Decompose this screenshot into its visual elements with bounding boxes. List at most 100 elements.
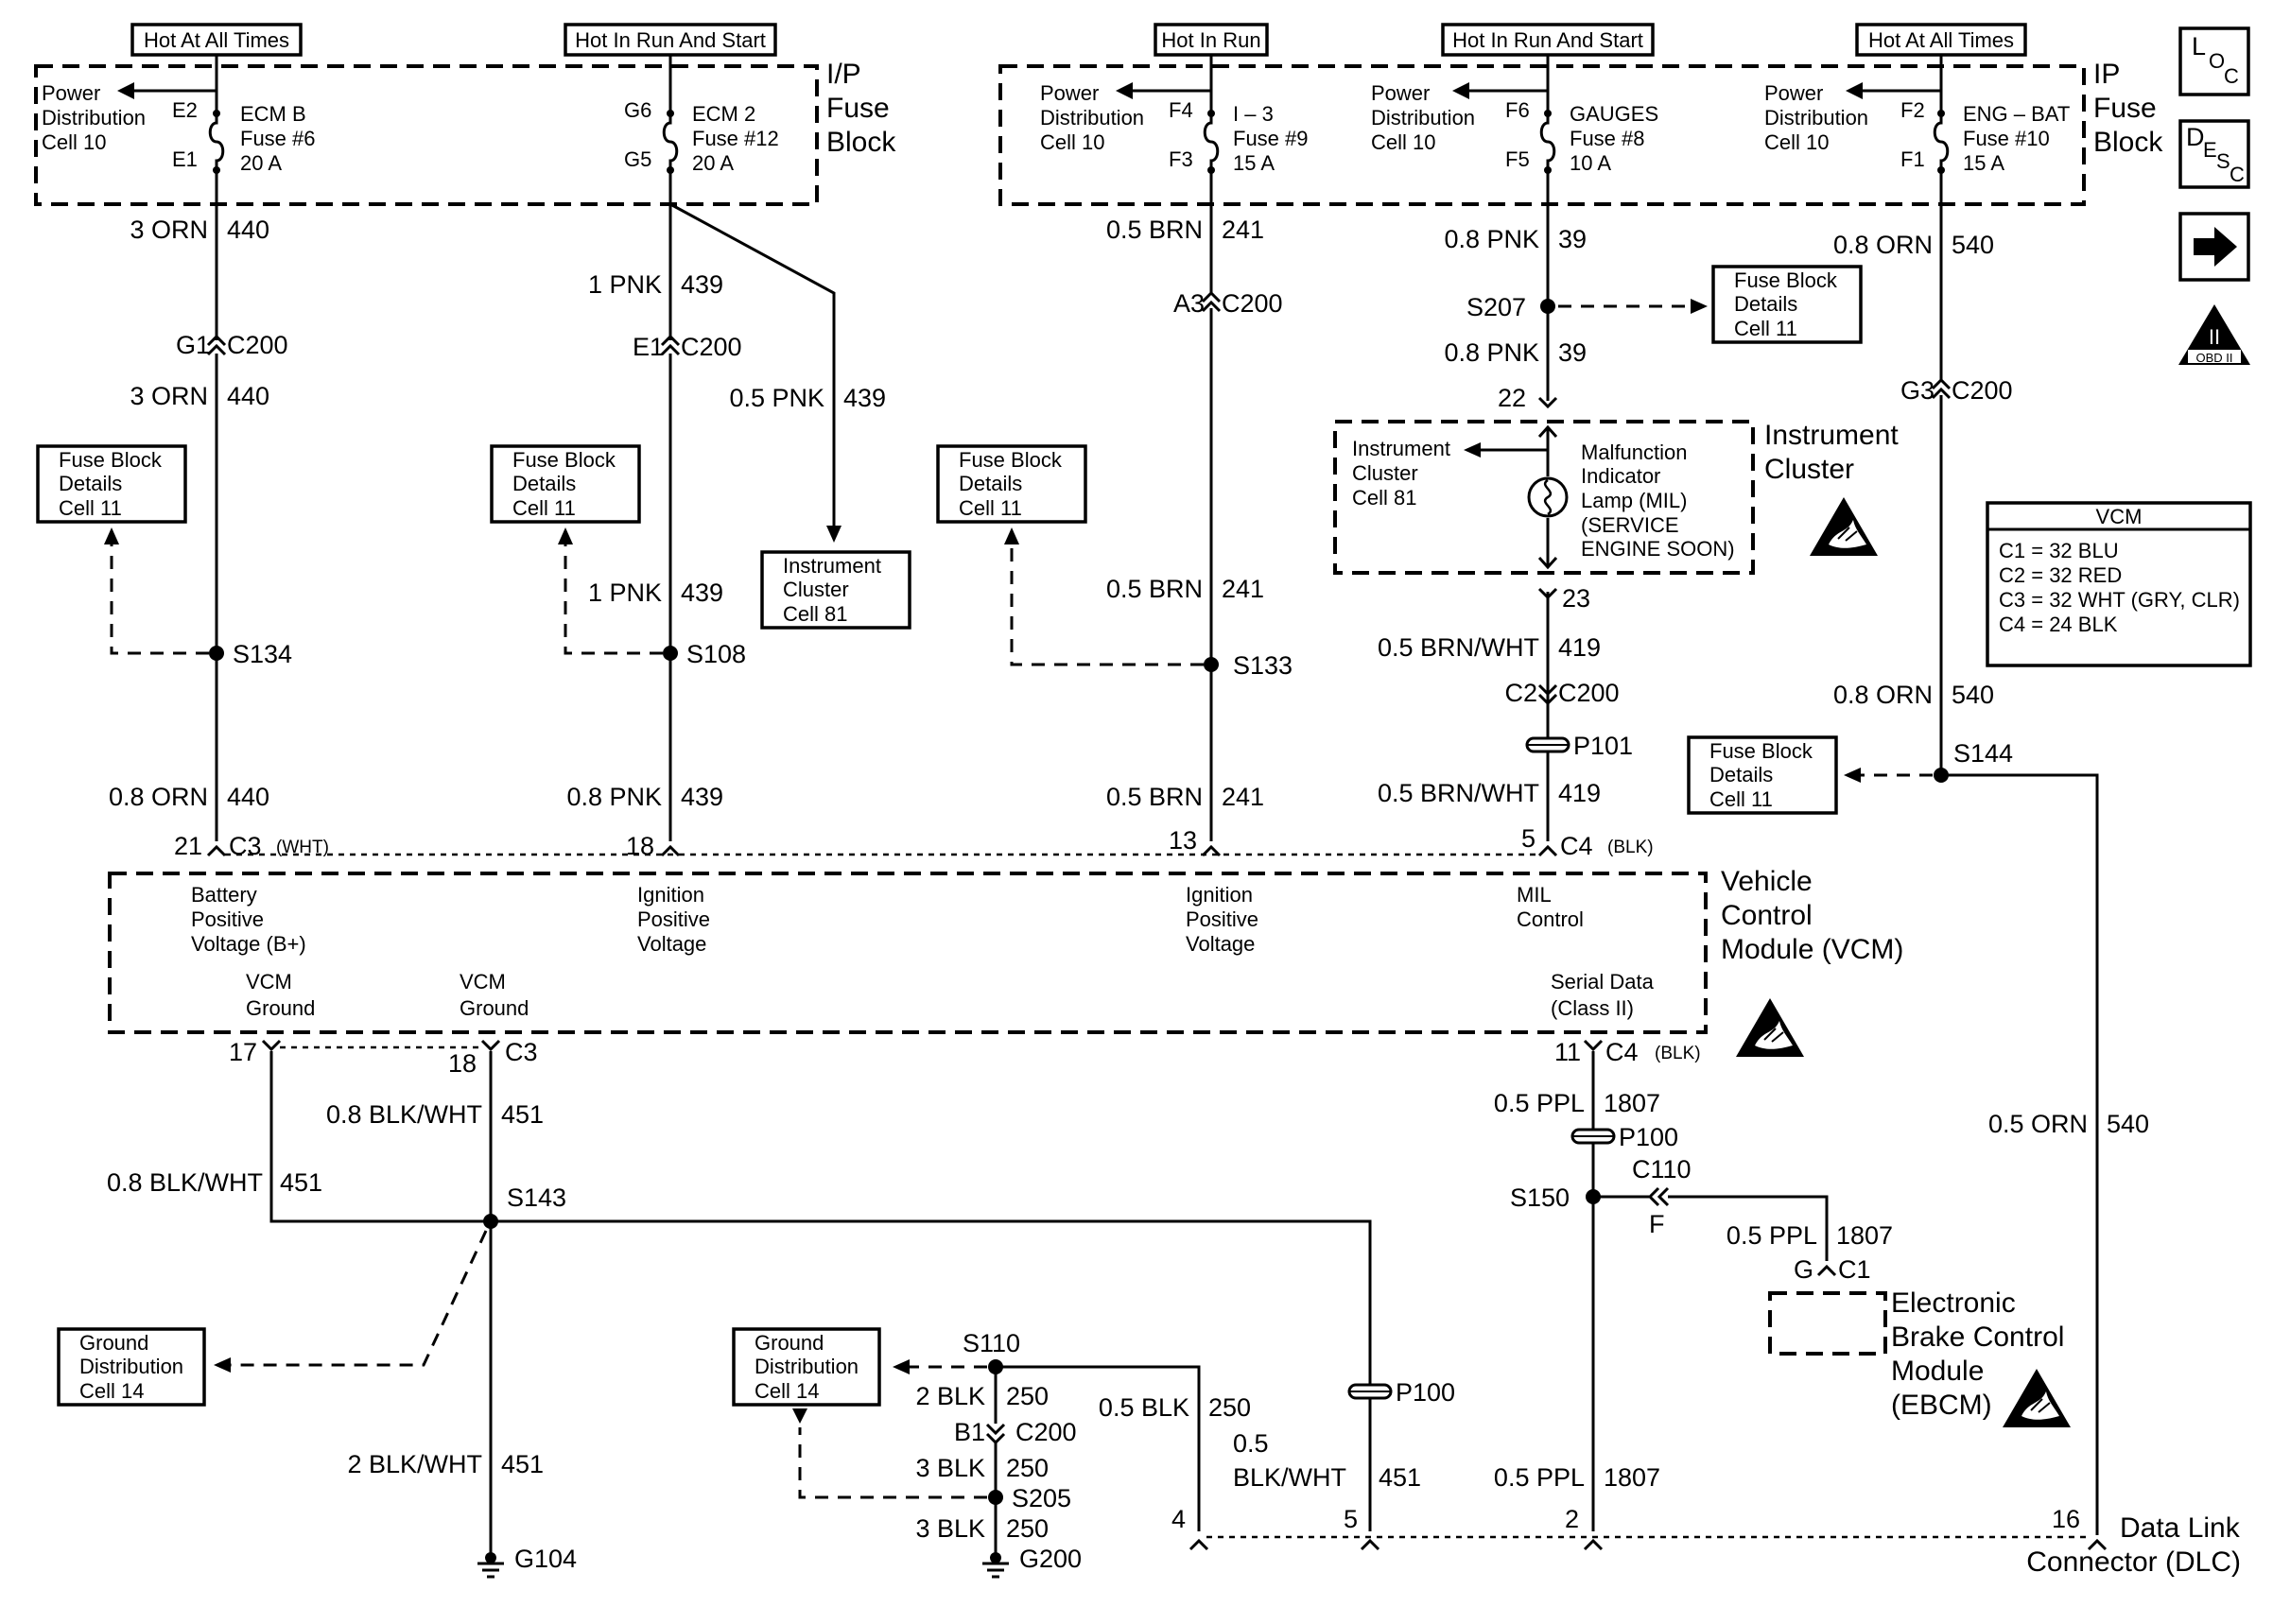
svg-text:Ground: Ground xyxy=(755,1331,824,1355)
ebcm-pin-c1: G C1 xyxy=(1794,1255,1871,1284)
arrow-left-icon xyxy=(117,82,217,99)
svg-text:F6: F6 xyxy=(1505,98,1530,122)
svg-text:Distribution: Distribution xyxy=(79,1355,183,1378)
svg-text:Serial Data: Serial Data xyxy=(1551,970,1655,993)
svg-text:Fuse #12: Fuse #12 xyxy=(692,127,779,150)
connector-c110: C110 F xyxy=(1632,1155,1692,1238)
svg-text:Cell 81: Cell 81 xyxy=(1352,486,1416,510)
svg-text:Cluster: Cluster xyxy=(783,578,849,601)
ebcm-title: Electronic Brake Control Module (EBCM) xyxy=(1891,1287,2064,1421)
svg-text:VCM: VCM xyxy=(460,970,506,993)
svg-text:Data Link: Data Link xyxy=(2120,1512,2241,1544)
svg-text:0.5 BRN: 0.5 BRN xyxy=(1106,575,1203,603)
fuse-ecm-b: E2 E1 ECM B Fuse #6 20 A xyxy=(172,98,316,176)
svg-text:439: 439 xyxy=(681,579,723,607)
svg-text:3 BLK: 3 BLK xyxy=(915,1454,985,1482)
wire-label-0-8-blk-wht-451-left: 0.8 BLK/WHT 451 xyxy=(107,1168,322,1197)
ref-fuse-block-details-5: Fuse Block Details Cell 11 xyxy=(1687,735,1838,815)
arrow-up-icon xyxy=(1004,527,1019,544)
svg-text:ECM 2: ECM 2 xyxy=(692,102,755,126)
wire-label-0-5-brn-241-lower: 0.5 BRN 241 xyxy=(1106,783,1264,811)
loc-icon: L O C xyxy=(2178,26,2250,96)
svg-text:Block: Block xyxy=(826,127,896,158)
svg-text:5: 5 xyxy=(1521,824,1536,853)
svg-text:Cell 11: Cell 11 xyxy=(59,496,122,520)
svg-text:S144: S144 xyxy=(1953,739,2013,768)
arrow-down-icon xyxy=(826,526,842,543)
svg-text:C200: C200 xyxy=(1222,289,1283,318)
splice-s205: S205 xyxy=(988,1484,1071,1512)
svg-text:2 BLK/WHT: 2 BLK/WHT xyxy=(347,1450,482,1478)
ref-fuse-block-details-1: Fuse Block Details Cell 11 xyxy=(36,444,187,524)
svg-text:C3: C3 xyxy=(229,832,262,860)
arrow-left-icon xyxy=(1846,82,1941,99)
svg-text:540: 540 xyxy=(2107,1110,2149,1138)
arrow-left-icon xyxy=(1844,768,1861,783)
svg-text:C: C xyxy=(2224,64,2239,88)
svg-text:Distribution: Distribution xyxy=(1764,106,1868,130)
svg-text:439: 439 xyxy=(681,270,723,299)
wire-label-0-8-orn-440: 0.8 ORN 440 xyxy=(109,783,269,811)
ref-fuse-block-details-4: Fuse Block Details Cell 11 xyxy=(1711,265,1863,344)
wire-label-0-8-blk-wht-451-right: 0.8 BLK/WHT 451 xyxy=(326,1100,544,1129)
svg-text:11: 11 xyxy=(1554,1038,1581,1066)
svg-text:0.5 ORN: 0.5 ORN xyxy=(1988,1110,2088,1138)
svg-text:18: 18 xyxy=(626,832,654,860)
svg-text:E2: E2 xyxy=(172,98,198,122)
svg-text:F2: F2 xyxy=(1900,98,1925,122)
wire-label-0-5-blk-wht-451: 0.5 BLK/WHT 451 xyxy=(1233,1429,1421,1492)
svg-text:20 A: 20 A xyxy=(692,151,734,175)
svg-text:Fuse #9: Fuse #9 xyxy=(1233,127,1309,150)
svg-text:250: 250 xyxy=(1006,1382,1049,1410)
svg-text:0.5 PPL: 0.5 PPL xyxy=(1726,1221,1817,1250)
svg-text:C200: C200 xyxy=(1952,376,2013,405)
svg-text:S108: S108 xyxy=(686,640,746,668)
svg-text:0.8 ORN: 0.8 ORN xyxy=(1833,681,1933,709)
svg-text:0.5 PNK: 0.5 PNK xyxy=(729,384,824,412)
svg-text:C4 = 24 BLK: C4 = 24 BLK xyxy=(1999,613,2118,636)
fuse-eng-bat: F2 F1 ENG – BAT Fuse #10 15 A xyxy=(1900,98,2070,176)
obd-ii-icon: II OBD II xyxy=(2178,304,2250,365)
svg-text:C1 = 32 BLU: C1 = 32 BLU xyxy=(1999,539,2119,562)
wire-label-1-pnk-439: 1 PNK 439 xyxy=(588,270,723,299)
power-distribution-label-3: Power Distribution Cell 10 xyxy=(1371,81,1475,154)
svg-text:S: S xyxy=(2216,149,2230,173)
esd-sensitive-icon xyxy=(1809,496,1879,557)
dlc-title: Data Link Connector (DLC) xyxy=(2026,1512,2241,1578)
svg-text:IP: IP xyxy=(2093,59,2120,90)
svg-text:0.8 BLK/WHT: 0.8 BLK/WHT xyxy=(326,1100,482,1129)
svg-text:4: 4 xyxy=(1171,1505,1186,1533)
svg-text:Battery: Battery xyxy=(191,883,257,907)
svg-text:F4: F4 xyxy=(1169,98,1193,122)
connector-g1-c200: G1 C200 xyxy=(176,331,288,359)
splice-s108: S108 xyxy=(663,640,746,668)
svg-text:Ground: Ground xyxy=(246,996,315,1020)
svg-text:Power: Power xyxy=(1764,81,1823,105)
svg-text:451: 451 xyxy=(501,1450,544,1478)
svg-text:Voltage: Voltage xyxy=(1186,932,1255,956)
svg-text:3 ORN: 3 ORN xyxy=(130,216,208,244)
vcm-label-ignition-positive-2: Ignition Positive Voltage xyxy=(1186,883,1258,956)
svg-text:E1: E1 xyxy=(172,147,198,171)
svg-text:O: O xyxy=(2209,49,2225,73)
ip-fuse-block-left-title: I/P Fuse Block xyxy=(826,59,896,158)
svg-text:(Class II): (Class II) xyxy=(1551,996,1634,1020)
vcm-label-ground-1: VCM Ground xyxy=(246,970,315,1020)
svg-text:Instrument: Instrument xyxy=(783,554,881,578)
svg-text:F: F xyxy=(1649,1210,1665,1238)
vcm-label-serial-data: Serial Data (Class II) xyxy=(1551,970,1655,1020)
svg-text:1 PNK: 1 PNK xyxy=(588,579,662,607)
svg-text:Module: Module xyxy=(1891,1356,1984,1387)
instrument-cluster-block xyxy=(1333,420,1755,575)
svg-text:0.8 BLK/WHT: 0.8 BLK/WHT xyxy=(107,1168,263,1197)
connector-e1-c200: E1 C200 xyxy=(633,333,742,361)
svg-text:Cluster: Cluster xyxy=(1764,454,1854,485)
svg-text:540: 540 xyxy=(1952,681,1994,709)
wire-label-0-8-pnk-439: 0.8 PNK 439 xyxy=(566,783,723,811)
splice-s150: S150 xyxy=(1510,1183,1601,1212)
arrow-left-icon xyxy=(893,1359,910,1374)
svg-text:S150: S150 xyxy=(1510,1183,1570,1212)
vcm-label-ignition-positive-1: Ignition Positive Voltage xyxy=(637,883,710,956)
svg-text:(BLK): (BLK) xyxy=(1655,1044,1701,1063)
